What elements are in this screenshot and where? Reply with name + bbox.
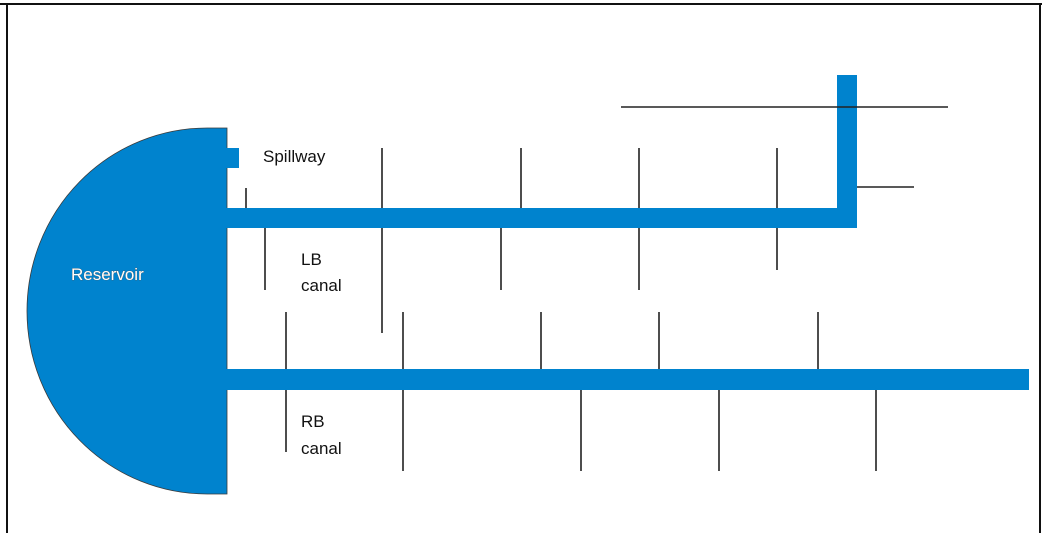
rb-canal-label-box — [289, 400, 366, 464]
rb-canal-label-line2: canal — [301, 439, 342, 458]
lb-distributaries — [245, 106, 948, 333]
lb-canal-channel — [225, 208, 857, 228]
lb-canal-label-line2: canal — [301, 276, 342, 295]
reservoir-label: Reservoir — [71, 265, 144, 284]
spillway-channel — [225, 148, 239, 168]
lb-canal-riser — [837, 75, 857, 228]
rb-canal-label-line1: RB — [301, 412, 325, 431]
rb-canal-channel — [225, 369, 1029, 390]
reservoir-shape — [26, 127, 228, 495]
spillway-label: Spillway — [263, 147, 326, 166]
rb-distributaries — [285, 312, 877, 471]
lb-canal-label-line1: LB — [301, 250, 322, 269]
spillway-label-box — [255, 133, 348, 178]
lb-canal-label-box — [289, 240, 366, 302]
